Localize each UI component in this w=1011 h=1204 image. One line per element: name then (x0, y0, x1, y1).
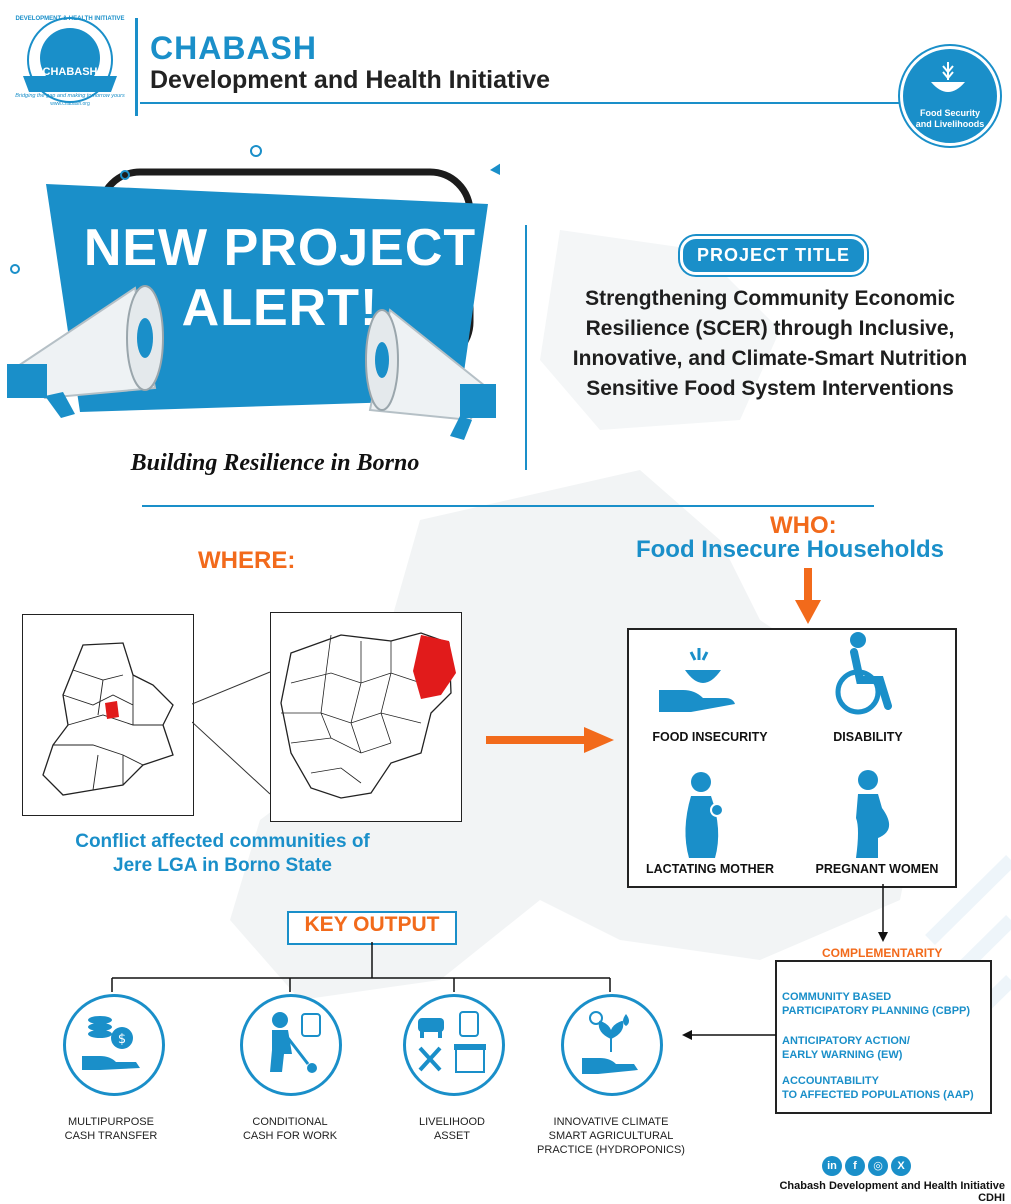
food-bowl-icon (931, 62, 965, 92)
output-label: LIVELIHOOD ASSET (418, 1116, 486, 1142)
linkedin-icon[interactable]: in (822, 1156, 842, 1176)
plant-hand-icon (582, 1011, 638, 1074)
arrow-left-connector (682, 1030, 776, 1040)
deco-dot (250, 145, 262, 157)
worker-shovel-icon (270, 1012, 321, 1073)
complementarity-label: COMPLEMENTARITY (822, 946, 943, 960)
hand-bowl-icon (659, 648, 735, 712)
pregnant-woman-icon (856, 770, 890, 858)
deco-dot (10, 264, 20, 274)
chabash-logo (23, 17, 117, 103)
megaphone-icon (365, 308, 496, 440)
who-group-disability: DISABILITY (833, 730, 903, 744)
arrow-down-icon (795, 568, 821, 624)
where-caption: Conflict affected communities of Jere LG… (75, 831, 370, 876)
output-label: INNOVATIVE CLIMATE SMART AGRICULTURAL PR… (537, 1116, 685, 1156)
complementarity-item: ACCOUNTABILITY TO AFFECTED POPULATIONS (… (782, 1075, 974, 1101)
org-short-name: CHABASH (150, 30, 317, 66)
who-label: WHO: (770, 512, 837, 539)
food-security-badge-text: Food Security and Livelihoods (915, 108, 985, 129)
svg-text:$: $ (118, 1032, 126, 1047)
mother-baby-icon (685, 772, 724, 858)
key-output-connector-tree (111, 942, 611, 992)
output-circle (240, 994, 342, 1096)
complementarity-item: COMMUNITY BASED PARTICIPATORY PLANNING (… (782, 991, 971, 1017)
arrow-right-icon (486, 727, 614, 753)
who-group-lactating-mother: LACTATING MOTHER (646, 862, 774, 876)
nigeria-state-map (270, 612, 462, 822)
output-label: MULTIPURPOSE CASH TRANSFER (64, 1116, 158, 1142)
key-output-label: KEY OUTPUT (304, 913, 440, 936)
project-title: Strengthening Community Economic Resilie… (572, 287, 968, 400)
facebook-icon[interactable]: f (845, 1156, 865, 1176)
footer-org-name: Chabash Development and Health Initiativ… (779, 1180, 1005, 1204)
tagline: Building Resilience in Borno (130, 450, 420, 476)
zoom-connector-lines (192, 671, 271, 795)
header-divider (135, 18, 138, 116)
vertical-divider (525, 225, 527, 470)
borno-map-icon (42, 642, 174, 796)
complementarity-item: ANTICIPATORY ACTION/ EARLY WARNING (EW) (782, 1035, 910, 1061)
output-label: CONDITIONAL CASH FOR WORK (242, 1116, 338, 1142)
deco-dot (120, 170, 130, 180)
nigeria-map-icon (280, 632, 456, 799)
x-icon[interactable]: X (891, 1156, 911, 1176)
wheelchair-icon (835, 632, 892, 715)
cash-hand-icon: $ (82, 1016, 140, 1070)
project-title-pill: PROJECT TITLE (680, 236, 868, 275)
megaphone-icon (7, 285, 164, 418)
logo-name: CHABASH (42, 66, 98, 78)
who-group-pregnant-women: PREGNANT WOMEN (815, 862, 939, 876)
where-label: WHERE: (198, 547, 296, 574)
arrow-down-connector (878, 884, 888, 942)
instagram-icon[interactable]: ◎ (868, 1156, 888, 1176)
logo-ring-text: DEVELOPMENT & HEALTH INITIATIVE (15, 16, 125, 22)
who-subtitle: Food Insecure Households (635, 536, 945, 563)
who-groups-box (627, 628, 957, 888)
logo-website: www.chabash.org (50, 101, 90, 107)
food-security-badge (900, 46, 1000, 146)
alert-heading: NEW PROJECT ALERT! (83, 219, 477, 337)
livelihood-assets-icon (418, 1011, 486, 1073)
who-group-food-insecurity: FOOD INSECURITY (652, 730, 768, 744)
header-rule (140, 102, 900, 104)
section-rule (142, 505, 874, 507)
logo-motto: Bridging the gap and making tomorrow you… (15, 93, 125, 99)
borno-lga-map (22, 614, 194, 816)
complementarity-box (775, 960, 992, 1114)
org-full-name: Development and Health Initiative (150, 66, 551, 94)
